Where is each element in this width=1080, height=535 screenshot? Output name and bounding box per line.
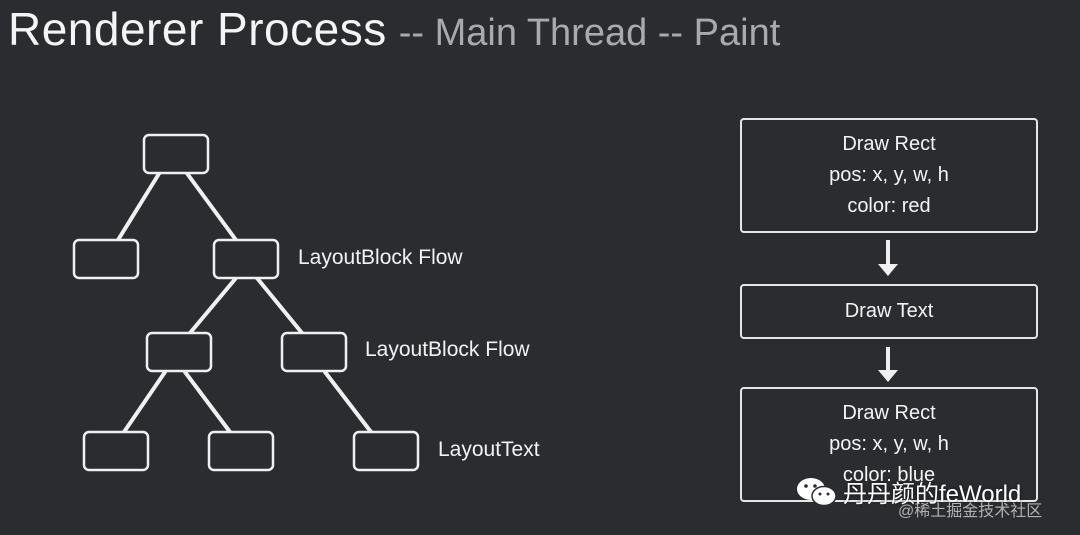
tree-node-left	[72, 238, 140, 280]
tree-label-layoutblock-flow-1: LayoutBlock Flow	[298, 246, 463, 269]
paint-command-draw-rect-1: Draw Rect pos: x, y, w, h color: red	[740, 118, 1038, 233]
flow-arrow-head	[878, 264, 898, 276]
paint-command-line: Draw Text	[844, 300, 934, 322]
tree-label-layoutblock-flow-2: LayoutBlock Flow	[365, 338, 530, 361]
flow-arrow-head	[878, 370, 898, 382]
wechat-icon	[797, 477, 837, 506]
title-subtitle: -- Main Thread -- Paint	[398, 12, 781, 54]
tree-node-middle-left	[145, 331, 213, 373]
tree-label-layouttext: LayoutText	[438, 438, 540, 461]
paint-command-line: Draw Rect	[842, 402, 936, 424]
watermark-source: @稀土掘金技术社区	[898, 503, 1043, 520]
paint-command-line: pos: x, y, w, h	[829, 164, 949, 186]
tree-node-leaf-2	[207, 430, 275, 472]
tree-edge	[188, 276, 238, 335]
tree-node-root	[142, 133, 210, 175]
tree-node-layoutblock-flow-2	[280, 331, 348, 373]
paint-command-line: color: blue	[842, 464, 936, 486]
paint-command-line: Draw Rect	[842, 133, 936, 155]
paint-command-line: color: red	[847, 195, 931, 217]
paint-command-draw-rect-2: Draw Rect pos: x, y, w, h color: blue	[740, 387, 1038, 502]
page-title: Renderer Process -- Main Thread -- Paint	[8, 6, 780, 52]
tree-edge	[184, 170, 238, 242]
title-main: Renderer Process	[8, 3, 387, 55]
tree-node-layouttext	[352, 430, 420, 472]
watermark: 丹丹颜的feWorld	[795, 474, 1021, 509]
tree-edge	[183, 370, 232, 434]
tree-edge	[122, 370, 167, 434]
tree-edge	[255, 276, 304, 335]
paint-command-draw-text: Draw Text	[740, 284, 1038, 339]
paint-command-line: pos: x, y, w, h	[829, 433, 949, 455]
tree-edge	[116, 170, 162, 242]
watermark-text: 丹丹颜的feWorld	[843, 481, 1022, 508]
tree-node-layoutblock-flow-1	[212, 238, 280, 280]
tree-node-leaf-1	[82, 430, 150, 472]
tree-edge	[323, 370, 373, 434]
